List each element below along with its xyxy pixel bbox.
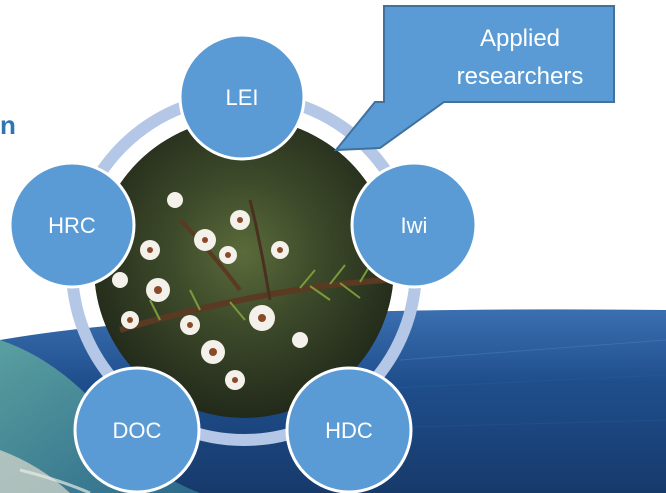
node-iwi[interactable]: Iwi bbox=[350, 161, 478, 289]
callout-line-1: Applied bbox=[480, 25, 560, 52]
ocean-backdrop bbox=[0, 300, 666, 493]
node-hrc-label: HRC bbox=[48, 213, 96, 238]
node-hrc[interactable]: HRC bbox=[8, 161, 136, 289]
slide-title-fragment: n bbox=[0, 110, 16, 140]
callout-line-2: researchers bbox=[457, 63, 584, 90]
node-iwi-label: Iwi bbox=[401, 213, 428, 238]
node-lei[interactable]: LEI bbox=[178, 33, 306, 161]
callout-applied-researchers[interactable]: Applied researchers bbox=[333, 5, 615, 152]
ocean-image bbox=[0, 309, 666, 493]
node-lei-label: LEI bbox=[225, 85, 258, 110]
